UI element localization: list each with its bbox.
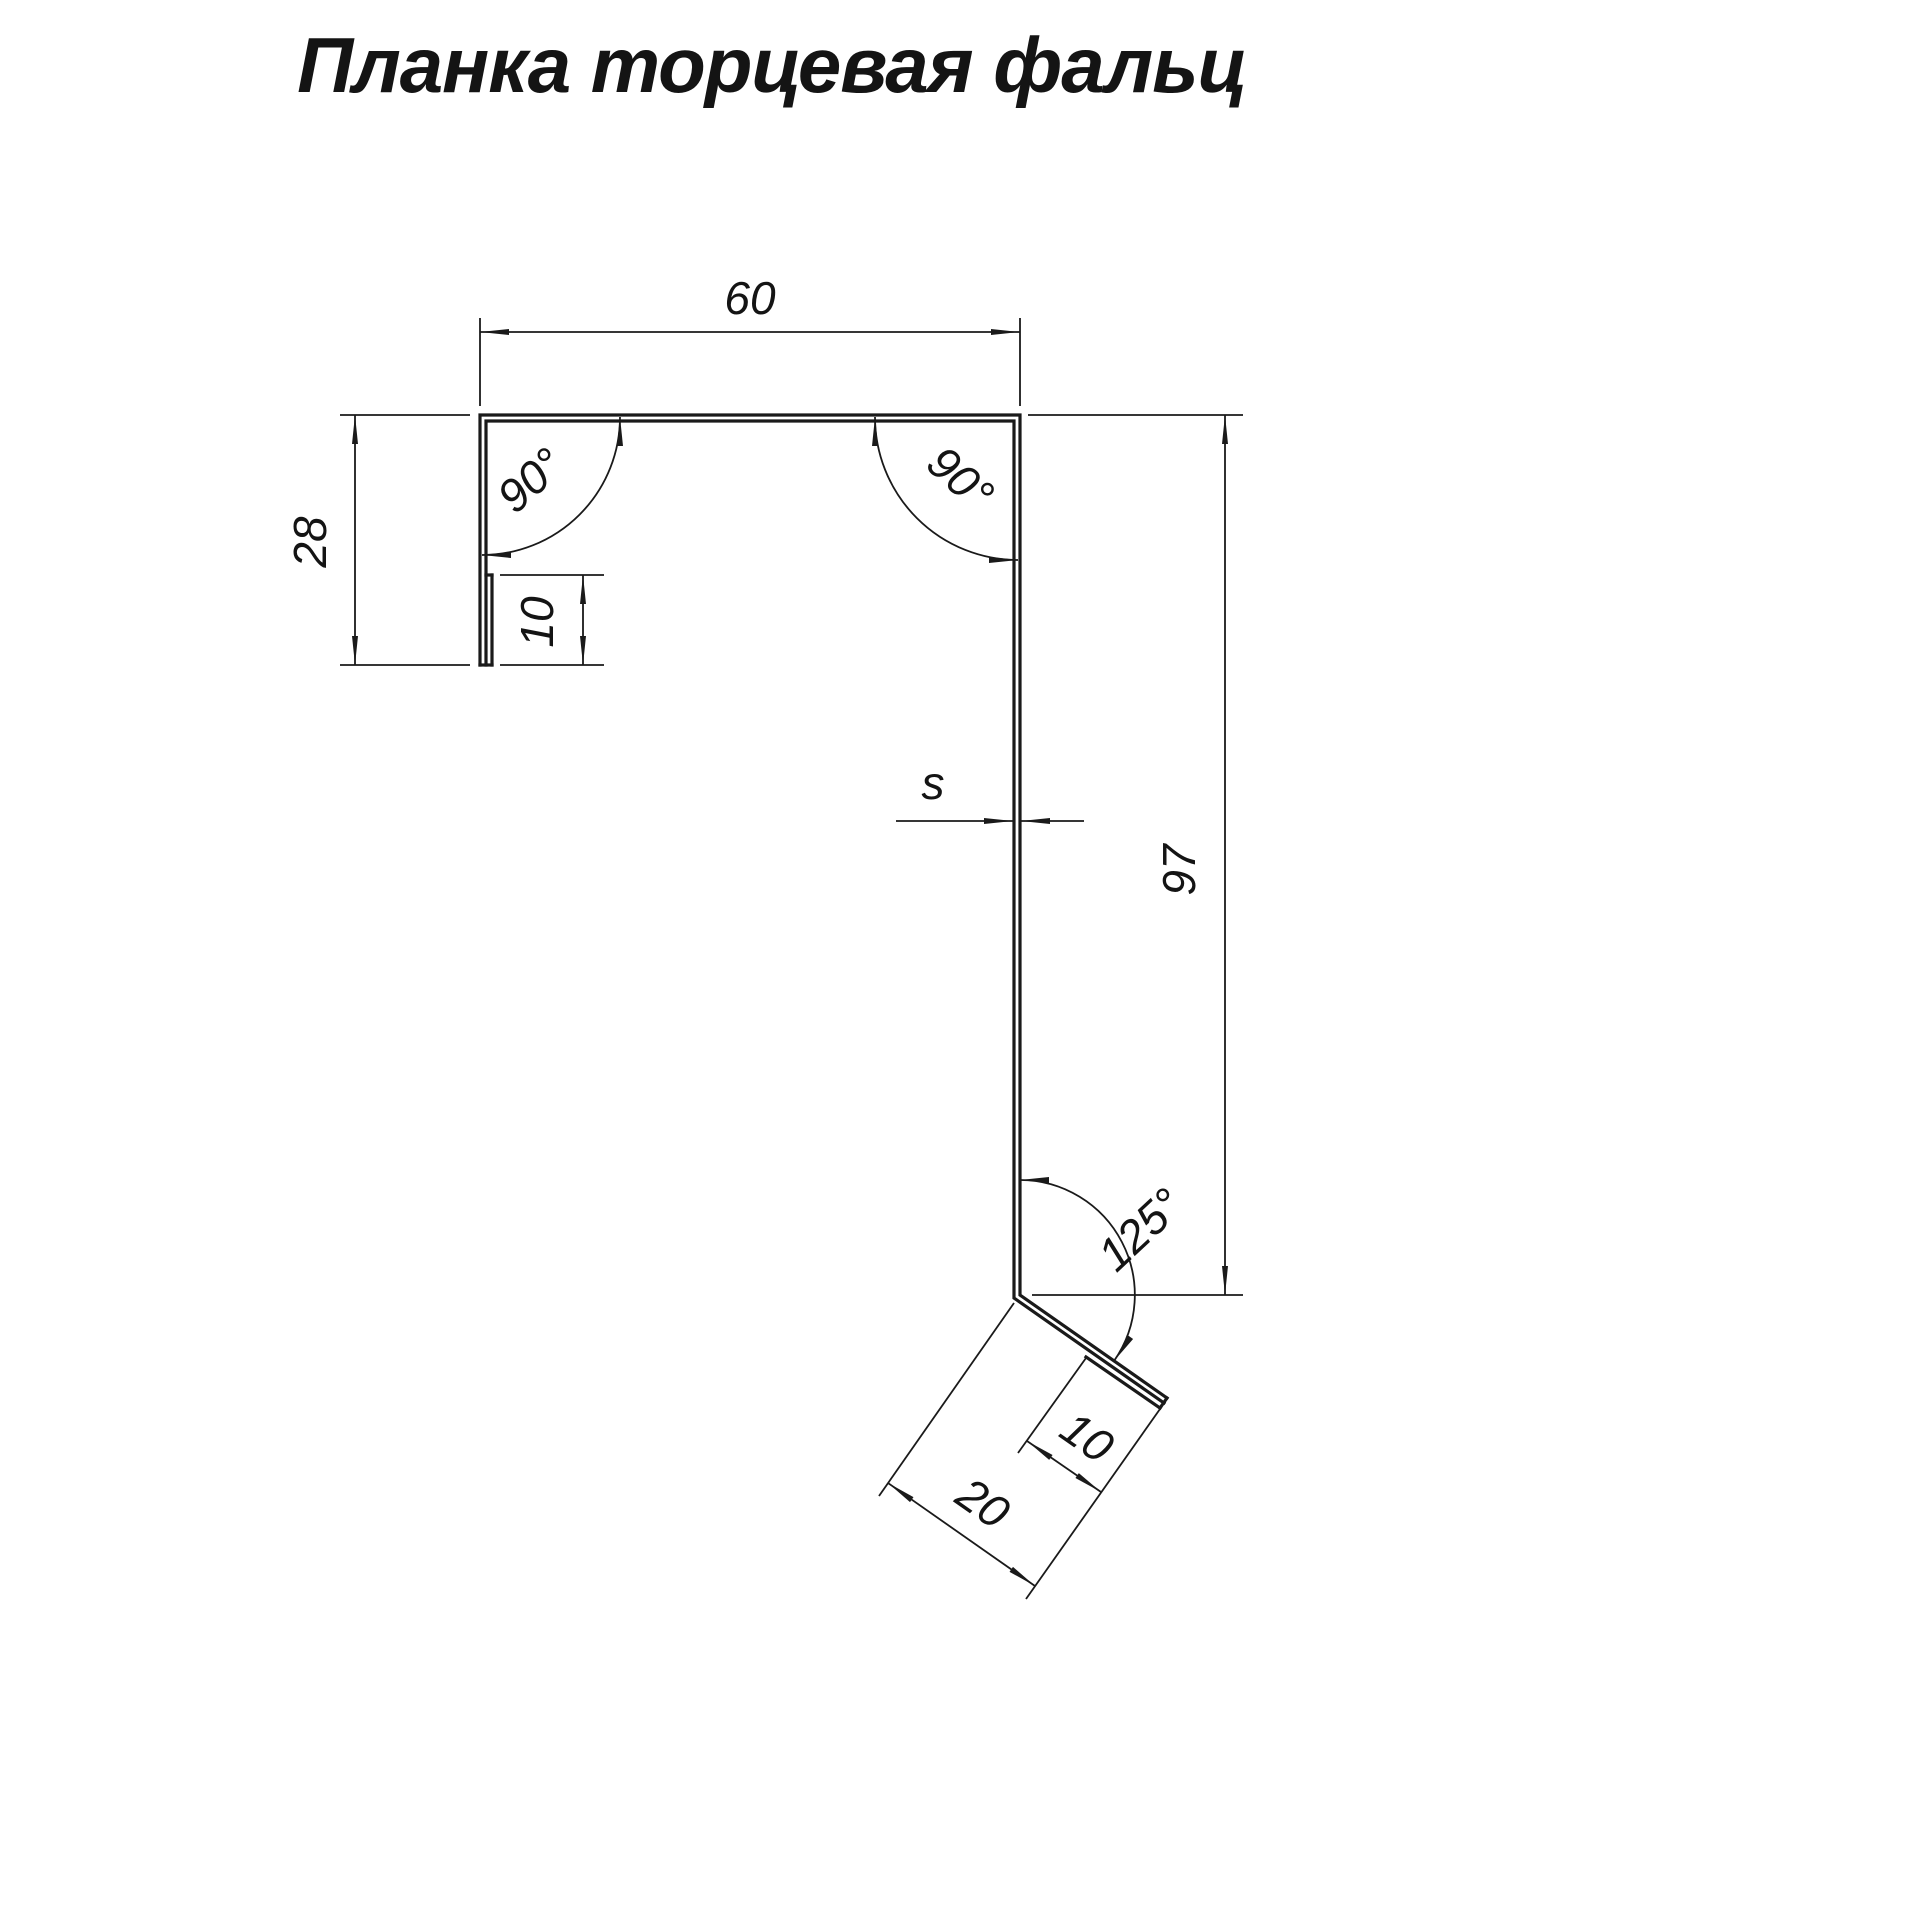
- page-title: Планка торцевая фальц: [297, 21, 1247, 109]
- dim-label-right-height: 97: [1153, 843, 1205, 896]
- dim-label-bottom-hem: 10: [1051, 1401, 1123, 1473]
- extension-line: [1025, 1408, 1161, 1600]
- dim-label-bottom-flange: 20: [946, 1466, 1019, 1539]
- angle-top-left: 90°: [481, 416, 623, 558]
- bottom-hem-line: [1083, 1354, 1163, 1411]
- angle-label-bottom: 125°: [1088, 1178, 1193, 1281]
- dimension-bottom-flange: 10 20: [878, 1302, 1161, 1600]
- profile-outline: [478, 413, 1170, 1411]
- angle-label-top-left: 90°: [487, 438, 573, 523]
- dimension-right-height: 97: [1028, 414, 1243, 1296]
- dimension-thickness: s: [896, 757, 1084, 824]
- angle-top-right: 90°: [872, 416, 1019, 563]
- angle-bottom-bend: 125°: [1019, 1177, 1193, 1362]
- bottom-end-fold: [1157, 1395, 1170, 1411]
- dimension-line-bottom-hem: [1026, 1440, 1102, 1493]
- extension-line: [1017, 1357, 1087, 1454]
- extension-line: [878, 1302, 1015, 1497]
- dimension-line-bottom-flange: [887, 1482, 1036, 1587]
- dim-label-thickness: s: [922, 757, 945, 809]
- dimension-left-hem: 10: [500, 574, 604, 666]
- dimension-left-height: 28: [284, 414, 470, 666]
- angle-arc: [1019, 1177, 1136, 1362]
- dim-label-left-hem: 10: [511, 596, 563, 648]
- profile-inner-line: [484, 419, 1167, 1406]
- dim-label-left-height: 28: [284, 516, 336, 569]
- dimension-top-width: 60: [479, 272, 1021, 406]
- angle-label-top-right: 90°: [917, 436, 1003, 521]
- angle-arc: [481, 416, 623, 558]
- profile-outer-line: [478, 413, 1170, 1401]
- angle-arc: [872, 416, 1019, 563]
- dim-label-top-width: 60: [724, 272, 776, 324]
